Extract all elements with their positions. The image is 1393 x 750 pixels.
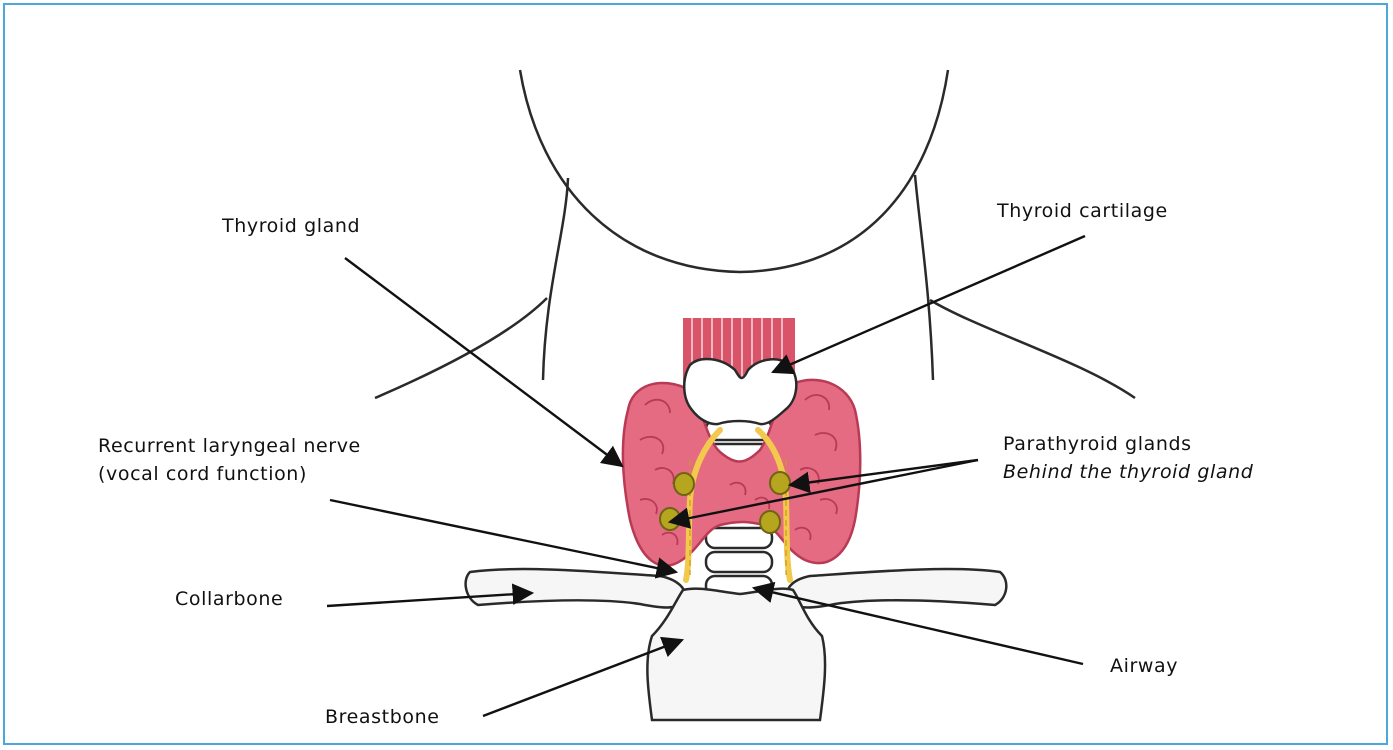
right-collarbone <box>787 569 1006 607</box>
label-recurrent-nerve-line2: (vocal cord function) <box>98 462 307 486</box>
arrow-recurrent-nerve <box>330 500 676 572</box>
arrow-thyroid-gland <box>345 258 622 466</box>
breastbone-shape <box>647 589 825 720</box>
chin-outline <box>520 70 948 272</box>
neck-right-outline <box>915 175 933 380</box>
left-collarbone <box>466 569 686 607</box>
label-airway: Airway <box>1110 654 1178 678</box>
shoulder-left-outline <box>375 298 547 398</box>
label-thyroid-cartilage: Thyroid cartilage <box>997 199 1168 223</box>
label-recurrent-nerve-line1: Recurrent laryngeal nerve <box>98 434 361 458</box>
neck-left-outline <box>543 178 568 380</box>
label-parathyroid-line2: Behind the thyroid gland <box>1003 460 1253 484</box>
label-thyroid-gland: Thyroid gland <box>222 214 360 238</box>
label-parathyroid-line1: Parathyroid glands <box>1003 432 1192 456</box>
label-collarbone: Collarbone <box>175 587 283 611</box>
shoulder-right-outline <box>930 300 1135 398</box>
label-breastbone: Breastbone <box>325 705 440 729</box>
